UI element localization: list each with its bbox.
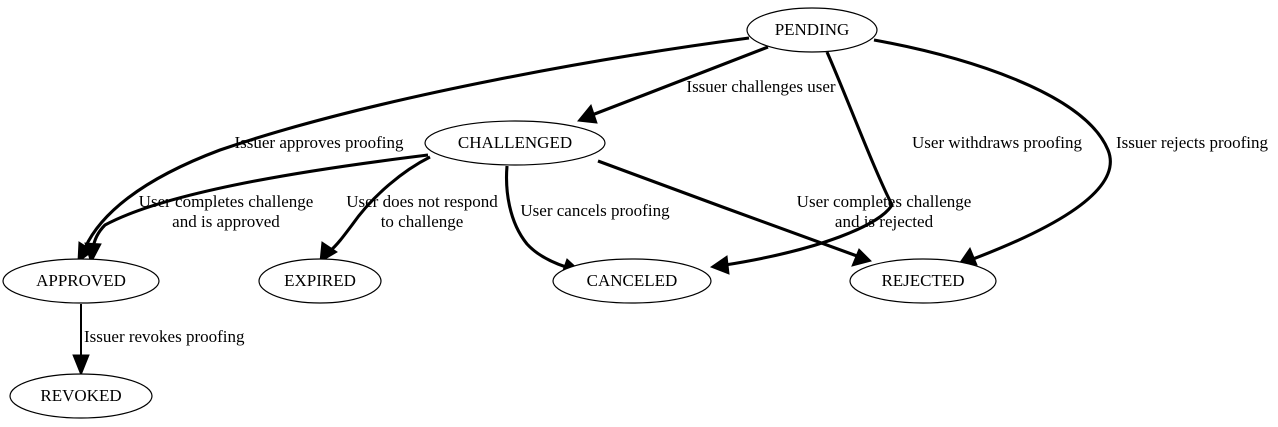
node-rejected-shape[interactable] [849, 258, 997, 304]
node-approved[interactable]: APPROVED [2, 258, 160, 304]
node-pending-shape[interactable] [746, 7, 878, 53]
edge-challenged-approved-label-line1: User completes challenge [139, 192, 314, 211]
edge-pending-approved-label: Issuer approves proofing [234, 133, 404, 152]
node-challenged-label: CHALLENGED [458, 133, 572, 152]
node-rejected[interactable]: REJECTED [849, 258, 997, 304]
edge-pending-rejected-path [873, 38, 1112, 261]
edge-challenged-rejected: User completes challenge and is rejected [597, 159, 972, 267]
edge-challenged-canceled-label: User cancels proofing [520, 201, 670, 220]
edge-pending-approved-path [83, 36, 750, 249]
edge-approved-revoked: Issuer revokes proofing [72, 304, 245, 377]
edge-pending-rejected: Issuer rejects proofing [873, 38, 1269, 266]
node-approved-label: APPROVED [36, 271, 126, 290]
edge-challenged-approved: User completes challenge and is approved [84, 153, 429, 265]
edge-pending-canceled-label: User withdraws proofing [912, 133, 1082, 152]
node-challenged[interactable]: CHALLENGED [424, 120, 606, 166]
edge-pending-canceled-arrowhead [709, 255, 730, 275]
edge-challenged-approved-path [91, 153, 429, 250]
node-revoked-shape[interactable] [9, 373, 153, 419]
node-expired-label: EXPIRED [284, 271, 356, 290]
edge-challenged-expired-path [328, 155, 431, 253]
node-challenged-shape[interactable] [424, 120, 606, 166]
edge-challenged-rejected-arrowhead [851, 248, 872, 267]
edge-pending-challenged-arrowhead [577, 103, 598, 124]
edge-challenged-canceled-path [505, 165, 567, 269]
edge-challenged-approved-label-line2: and is approved [172, 212, 280, 231]
edge-challenged-rejected-label-line2: and is rejected [835, 212, 934, 231]
node-pending-label: PENDING [775, 20, 850, 39]
edge-approved-revoked-arrowhead [72, 354, 90, 377]
node-expired-shape[interactable] [258, 258, 382, 304]
node-canceled-shape[interactable] [552, 258, 712, 304]
edge-challenged-expired-arrowhead [319, 241, 338, 263]
node-revoked[interactable]: REVOKED [9, 373, 153, 419]
edge-pending-challenged: Issuer challenges user [577, 45, 836, 124]
edge-challenged-expired: User does not respond to challenge [319, 155, 498, 263]
edge-challenged-expired-label-line2: to challenge [381, 212, 464, 231]
edge-pending-challenged-path [591, 45, 769, 117]
node-approved-shape[interactable] [2, 258, 160, 304]
edge-pending-challenged-label: Issuer challenges user [686, 77, 836, 96]
node-pending[interactable]: PENDING [746, 7, 878, 53]
node-expired[interactable]: EXPIRED [258, 258, 382, 304]
node-rejected-label: REJECTED [881, 271, 964, 290]
edge-pending-rejected-label: Issuer rejects proofing [1116, 133, 1269, 152]
edge-challenged-expired-label-line1: User does not respond [346, 192, 498, 211]
edge-challenged-rejected-path [597, 159, 858, 258]
edge-pending-canceled: User withdraws proofing [709, 51, 1082, 275]
edge-approved-revoked-label: Issuer revokes proofing [84, 327, 245, 346]
edge-challenged-rejected-label-line1: User completes challenge [797, 192, 972, 211]
node-revoked-label: REVOKED [40, 386, 121, 405]
edge-pending-canceled-path [724, 51, 894, 267]
node-canceled-label: CANCELED [587, 271, 678, 290]
edge-challenged-approved-arrowhead [84, 242, 102, 265]
edge-pending-approved: Issuer approves proofing [77, 36, 750, 264]
node-canceled[interactable]: CANCELED [552, 258, 712, 304]
